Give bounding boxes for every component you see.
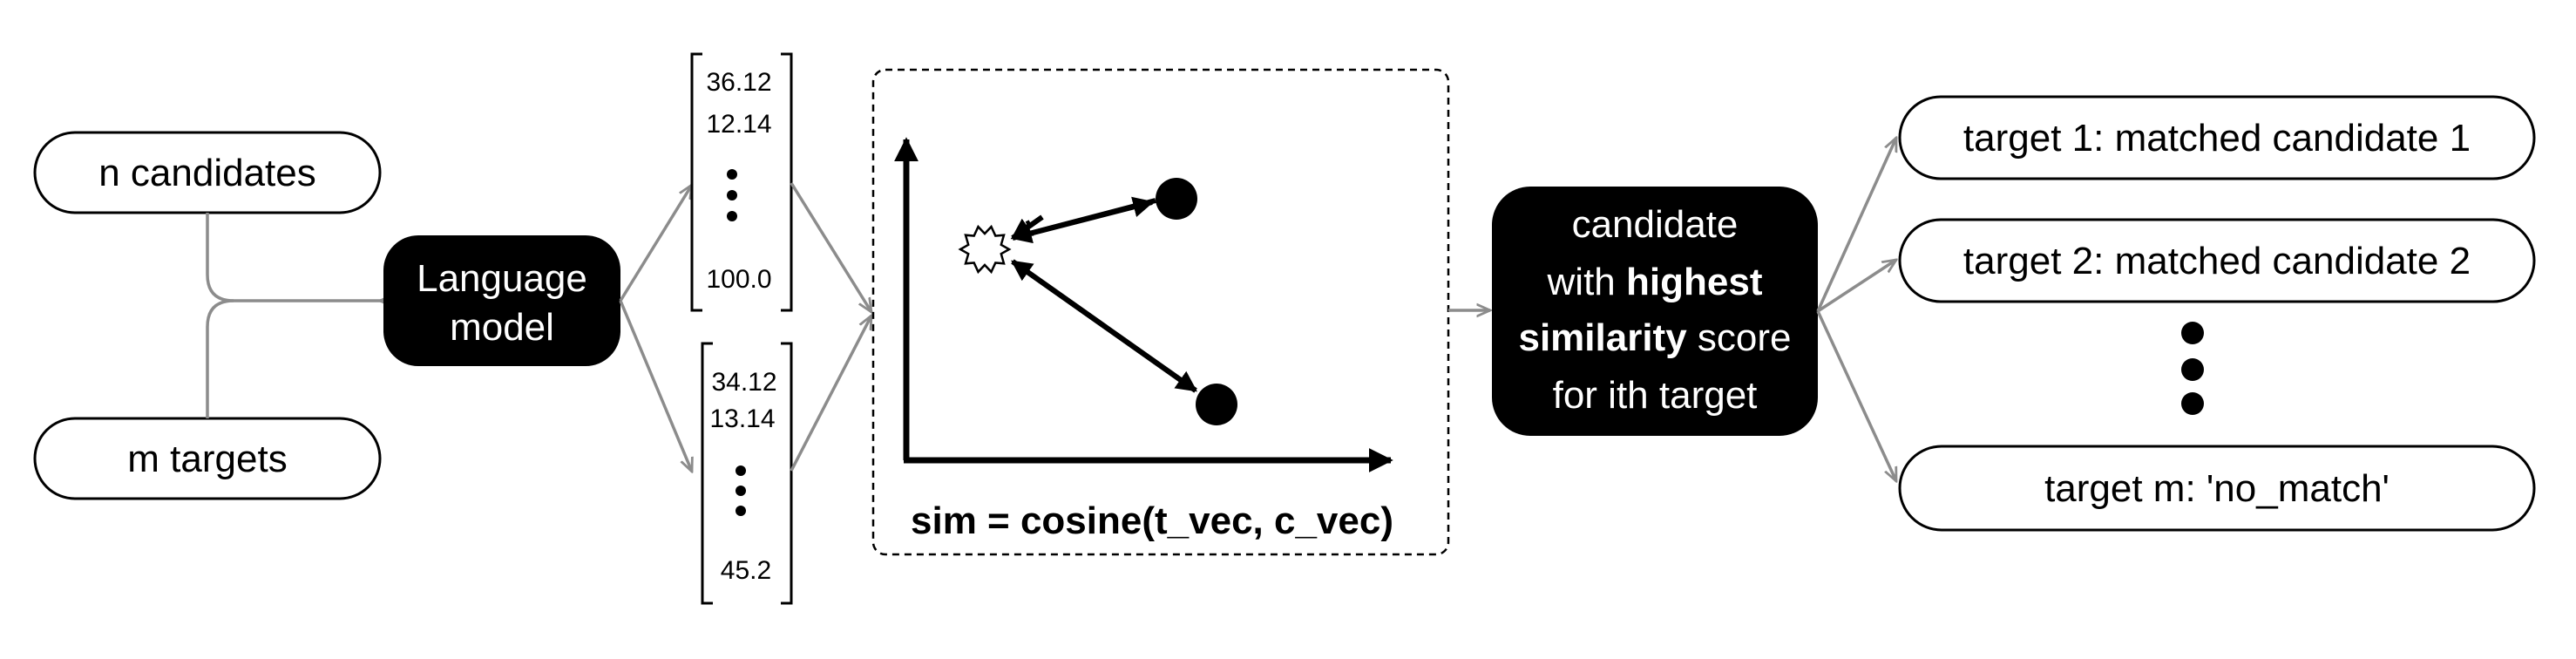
embedding-vector-bottom: 34.12 13.14 45.2 — [701, 342, 793, 605]
highest-similarity-selector-box: candidate with highest similarity score … — [1492, 187, 1818, 436]
output-target-m-label: target m: 'no_match' — [2044, 467, 2390, 510]
vector-top-value-2: 12.14 — [706, 110, 771, 139]
input-merge-connector — [206, 213, 383, 418]
candidate-point-2 — [1196, 384, 1237, 425]
similarity-panel: sim = cosine(t_vec, c_vec) — [871, 68, 1450, 556]
targets-label: m targets — [127, 438, 287, 480]
language-model-line1: Language — [417, 257, 587, 300]
output-target-2: target 2: matched candidate 2 — [1898, 218, 2536, 303]
selector-to-output-connectors — [1816, 138, 1896, 481]
language-model-box: Language model — [383, 235, 620, 366]
output-target-1-label: target 1: matched candidate 1 — [1963, 117, 2471, 160]
candidates-label: n candidates — [98, 152, 316, 194]
language-model-line2: model — [450, 306, 554, 349]
selector-line1: candidate — [1572, 203, 1739, 246]
selector-line2: with highest — [1547, 261, 1763, 303]
selector-line3: similarity score — [1518, 316, 1791, 359]
vector-bottom-value-1: 34.12 — [711, 368, 776, 397]
candidate-point-1 — [1156, 178, 1197, 220]
vector-top-value-last: 100.0 — [706, 265, 771, 294]
model-to-vectors-connectors — [619, 185, 692, 472]
embedding-vector-top: 36.12 12.14 100.0 — [690, 52, 793, 312]
output-target-1: target 1: matched candidate 1 — [1898, 95, 2536, 180]
targets-input: m targets — [33, 417, 382, 500]
output-target-2-label: target 2: matched candidate 2 — [1963, 240, 2471, 282]
candidates-input: n candidates — [33, 131, 382, 214]
vector-bottom-value-2: 13.14 — [709, 404, 775, 433]
vector-top-value-1: 36.12 — [706, 68, 771, 97]
target-star-icon — [958, 224, 1012, 275]
output-target-m: target m: 'no_match' — [1898, 445, 2536, 532]
output-ellipsis — [2181, 322, 2204, 415]
similarity-formula: sim = cosine(t_vec, c_vec) — [911, 499, 1393, 542]
vectors-to-similarity-connectors — [790, 182, 871, 472]
selector-line4: for ith target — [1553, 374, 1758, 417]
vector-bottom-value-last: 45.2 — [721, 556, 771, 585]
